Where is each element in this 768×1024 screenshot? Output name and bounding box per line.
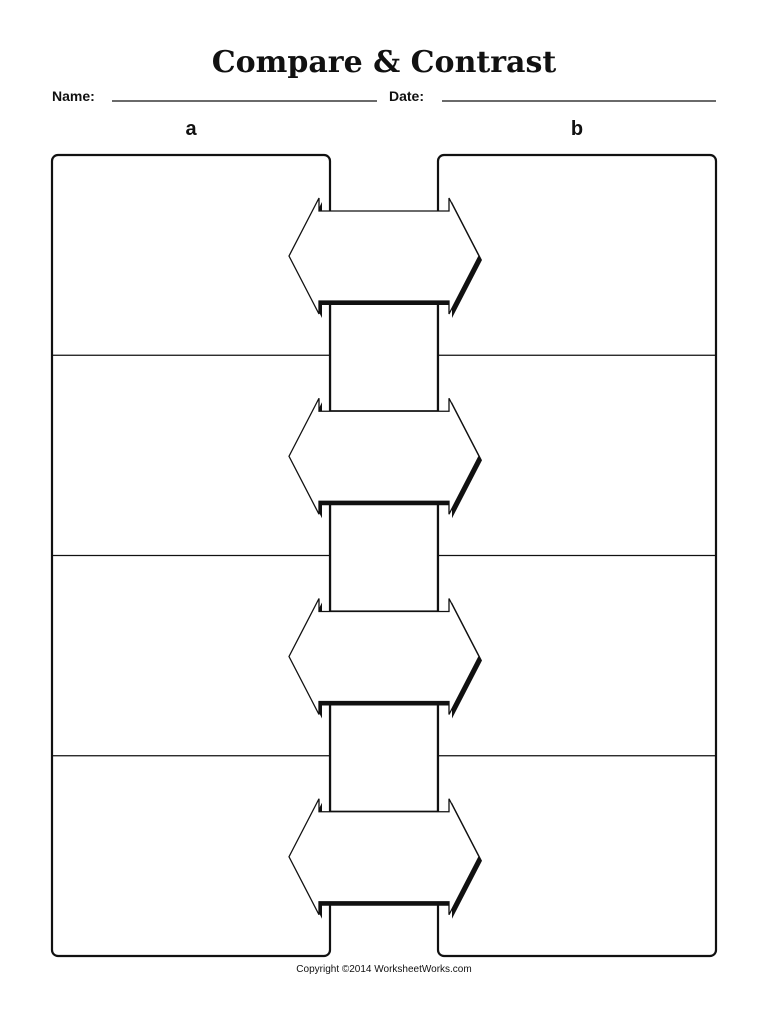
double-arrow-icon xyxy=(288,197,480,315)
name-label: Name: xyxy=(52,88,95,104)
bridge-connector xyxy=(328,299,440,413)
page-title: Compare & Contrast xyxy=(212,45,557,80)
double-arrow-icon xyxy=(288,598,480,715)
column-a-label: a xyxy=(185,118,197,140)
arrow-group xyxy=(288,197,482,919)
bridge-connector xyxy=(328,700,440,813)
bridge-group xyxy=(328,299,440,813)
double-arrow-icon xyxy=(288,397,480,515)
double-arrow-icon xyxy=(288,798,480,916)
copyright-text: Copyright ©2014 WorksheetWorks.com xyxy=(296,964,471,975)
column-b-label: b xyxy=(571,118,583,140)
date-label: Date: xyxy=(389,88,424,104)
bridge-connector xyxy=(328,500,440,613)
row-lines xyxy=(52,354,716,757)
